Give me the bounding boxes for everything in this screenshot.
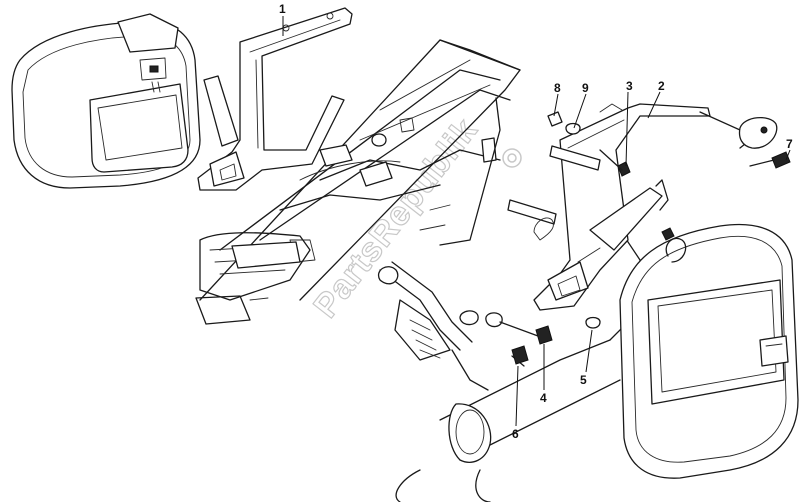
washer-9-icon	[565, 122, 581, 135]
bolt-7-head-icon	[771, 151, 791, 169]
callout-leaders	[282, 16, 791, 427]
bolt-4-head-icon	[535, 325, 553, 345]
left-rack-bracket	[197, 7, 353, 191]
left-pannier-case	[11, 13, 201, 189]
callout-1: 1	[279, 2, 286, 16]
washer-5-icon	[585, 316, 601, 329]
spacer-icon	[485, 312, 503, 328]
callout-3: 3	[626, 79, 633, 93]
motorcycle-subframe	[195, 39, 521, 325]
watermark: PartsRepublik	[306, 111, 486, 326]
exhaust-muffler	[395, 229, 641, 502]
right-pannier-case	[619, 223, 799, 479]
callout-2: 2	[658, 79, 665, 93]
watermark-text: PartsRepublik	[306, 111, 485, 325]
callout-9: 9	[582, 81, 589, 95]
callout-8: 8	[554, 81, 561, 95]
bolt-6-head-icon	[511, 345, 529, 365]
bolt-3-head-icon	[617, 161, 631, 177]
rear-shock-absorber	[377, 261, 489, 391]
watermark-gear-icon	[502, 148, 522, 168]
nut-8-icon	[547, 111, 563, 127]
callout-7: 7	[786, 137, 793, 151]
callout-6: 6	[512, 427, 519, 441]
callout-4: 4	[540, 391, 547, 405]
callout-labels: 1 2 3 4 5 6 7 8 9	[279, 2, 793, 441]
callout-5: 5	[580, 373, 587, 387]
